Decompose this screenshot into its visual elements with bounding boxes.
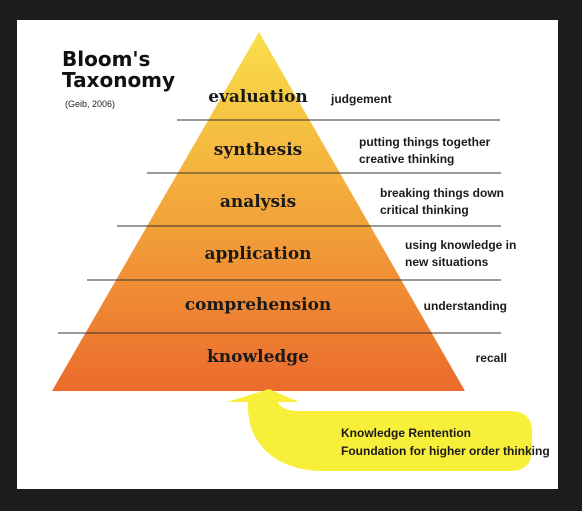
callout-line-1: Knowledge Rentention bbox=[341, 426, 471, 440]
callout-text: Knowledge Rentention Foundation for high… bbox=[341, 424, 550, 460]
analysis-description: breaking things down critical thinking bbox=[380, 185, 504, 219]
diagram-title: Bloom's Taxonomy bbox=[62, 49, 175, 91]
pyramid-diagram bbox=[52, 32, 532, 471]
description-line: recall bbox=[475, 351, 507, 365]
level-evaluation: evaluation bbox=[208, 87, 308, 107]
level-knowledge: knowledge bbox=[207, 347, 309, 367]
level-application: application bbox=[204, 244, 312, 264]
callout-arrow bbox=[227, 389, 532, 471]
description-line: critical thinking bbox=[380, 203, 469, 217]
diagram-panel: Bloom's Taxonomy (Geib, 2006) evaluation… bbox=[17, 20, 558, 489]
level-analysis: analysis bbox=[219, 192, 297, 212]
callout-line-2: Foundation for higher order thinking bbox=[341, 444, 550, 458]
level-comprehension: comprehension bbox=[184, 295, 332, 315]
knowledge-description: recall bbox=[476, 350, 507, 367]
description-line: judgement bbox=[331, 92, 392, 106]
description-line: putting things together bbox=[359, 135, 491, 149]
description-line: breaking things down bbox=[380, 186, 505, 200]
comprehension-description: understanding bbox=[424, 298, 507, 315]
application-description: using knowledge in new situations bbox=[405, 237, 516, 271]
description-line: understanding bbox=[423, 299, 507, 313]
description-line: new situations bbox=[405, 255, 489, 269]
title-line-1: Bloom's bbox=[62, 47, 151, 71]
description-line: creative thinking bbox=[359, 152, 455, 166]
citation: (Geib, 2006) bbox=[65, 99, 116, 109]
pyramid bbox=[52, 32, 465, 391]
evaluation-description: judgement bbox=[331, 91, 392, 108]
title-line-2: Taxonomy bbox=[62, 68, 176, 92]
description-line: using knowledge in bbox=[405, 238, 517, 252]
synthesis-description: putting things together creative thinkin… bbox=[359, 134, 490, 168]
level-synthesis: synthesis bbox=[213, 140, 303, 160]
